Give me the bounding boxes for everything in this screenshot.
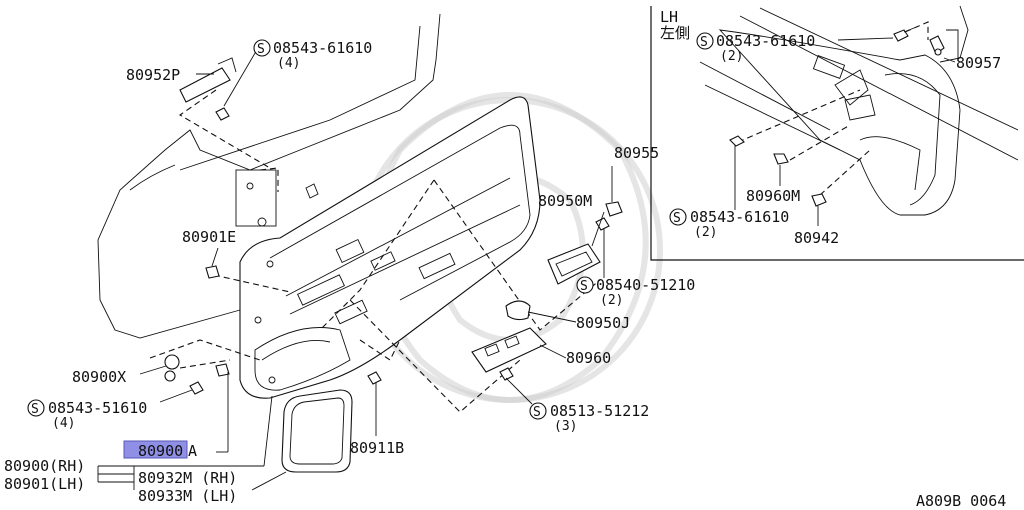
clip-80901E-label: 80901E xyxy=(182,228,236,246)
screw-top-main xyxy=(215,107,230,121)
pocket-lh-label: 80933M (LH) xyxy=(138,487,237,505)
main-leaders xyxy=(97,47,613,491)
switch-bezel-80960-label: 80960 xyxy=(566,349,611,367)
clip-80900X-label: 80900X xyxy=(72,368,126,386)
trim-lh-label: 80901(LH) xyxy=(4,475,85,493)
screw-symbol-icon xyxy=(669,208,687,226)
pocket-rh-label: 80932M (RH) xyxy=(138,469,237,487)
bracket-80952P-label: 80952P xyxy=(126,66,180,84)
inset-clip-80957 xyxy=(929,35,945,56)
screw-handle-qty: (2) xyxy=(600,293,623,308)
inset-screw-top-qty: (2) xyxy=(720,49,743,64)
trim-rh-label: 80900(RH) xyxy=(4,457,85,475)
screw-symbol-icon-text: S xyxy=(31,402,39,417)
diagram-code: A809B 0064 xyxy=(916,492,1006,510)
screw-symbol-icon-text: S xyxy=(700,35,708,50)
door-inner-panel xyxy=(97,13,441,339)
screw-symbol-icon-text: S xyxy=(257,42,265,57)
screw-symbol-icon xyxy=(27,399,45,417)
screw-left-label: 08543-51610 xyxy=(48,399,147,417)
highlight-80900A xyxy=(123,440,188,459)
part-80900A-suffix: A xyxy=(188,442,197,460)
pocket-80932M xyxy=(281,389,353,473)
inset-clip-80942-label: 80942 xyxy=(794,229,839,247)
part-80955-label: 80955 xyxy=(614,144,659,162)
screw-symbol-icon-text: S xyxy=(533,405,541,420)
inset-labels: LH 左側 S 08543-61610 (2) 80957 80960M S 0… xyxy=(660,8,1001,247)
clip-80955 xyxy=(605,201,623,217)
handle-80950M xyxy=(547,243,601,285)
inset-screw-bottom-label: 08543-61610 xyxy=(690,208,789,226)
screw-symbol-icon-text: S xyxy=(673,211,681,226)
part-80900A-prefix: 80900 xyxy=(138,442,183,460)
screw-top-qty: (4) xyxy=(277,56,300,71)
screw-bottom-main xyxy=(499,367,514,381)
screw-bottom-label: 08513-51212 xyxy=(550,402,649,420)
screw-symbol-icon xyxy=(576,276,594,294)
inset-side-label-jp: 左側 xyxy=(660,24,690,42)
handle-80950M-label: 80950M xyxy=(538,192,592,210)
clip-80900X xyxy=(164,354,180,382)
door-trim-panel xyxy=(239,96,541,399)
assembly-leaders xyxy=(149,89,601,413)
knob-80950J xyxy=(505,300,531,321)
clip-80901E xyxy=(205,265,220,279)
screw-handle-label: 08540-51210 xyxy=(596,276,695,294)
inset-clip-80942 xyxy=(811,193,827,207)
inset-clip-80960M-label: 80960M xyxy=(746,187,800,205)
knob-80950J-label: 80950J xyxy=(576,314,630,332)
switch-bezel-80960 xyxy=(471,327,547,373)
inset-screw-mid xyxy=(729,135,745,147)
inset-clip-80957-label: 80957 xyxy=(956,54,1001,72)
inset-leaders xyxy=(734,37,956,226)
screw-symbol-icon-text: S xyxy=(580,279,588,294)
screw-80911B-label: 80911B xyxy=(350,439,404,457)
inset-clip-80960M xyxy=(773,153,789,165)
screw-symbol-icon xyxy=(253,39,271,57)
screw-top-label: 08543-61610 xyxy=(273,39,372,57)
screw-80911B xyxy=(367,371,382,385)
inset-screw-bottom-qty: (2) xyxy=(694,225,717,240)
inset-screw-top xyxy=(893,27,915,42)
inset-door-drawing xyxy=(699,5,1019,216)
inset-side-label: LH xyxy=(660,8,678,26)
main-labels: S 08543-61610 (4) 80952P 80901E 80955 80… xyxy=(4,39,695,505)
screw-bottom-qty: (3) xyxy=(554,419,577,434)
screw-symbol-icon xyxy=(529,402,547,420)
clip-80900A xyxy=(215,363,230,377)
screw-left-qty: (4) xyxy=(52,416,75,431)
inset-screw-top-label: 08543-61610 xyxy=(716,32,815,50)
inset-frame xyxy=(650,6,1024,261)
screw-left-main xyxy=(189,381,204,395)
bracket-80952P xyxy=(179,57,237,103)
screw-symbol-icon xyxy=(696,32,714,50)
